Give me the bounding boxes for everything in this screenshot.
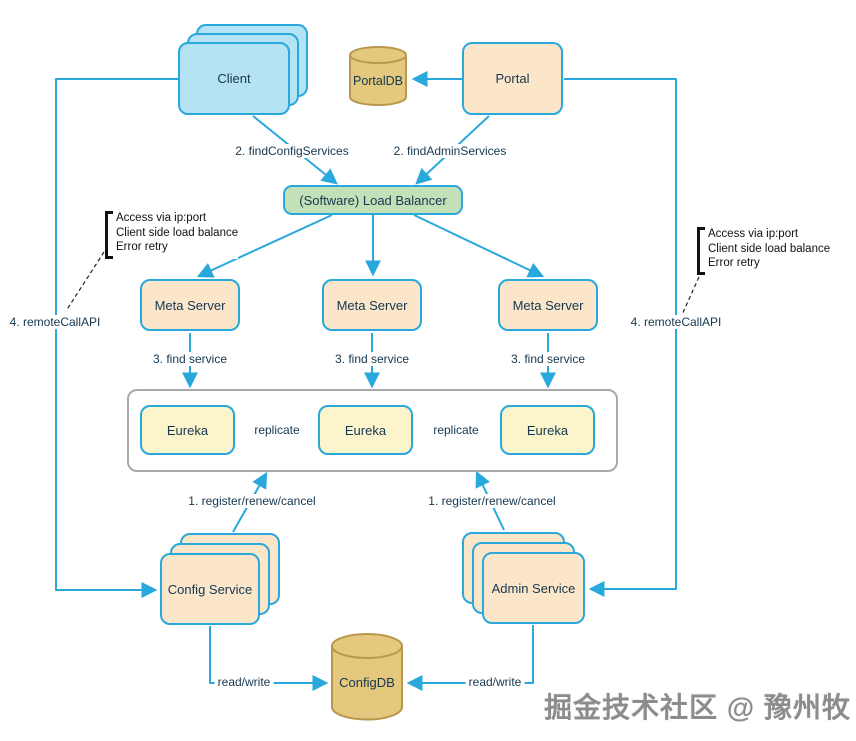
config-service-node: Config Service xyxy=(160,533,281,626)
edge-label-remote-call-left: 4. remoteCallAPI xyxy=(6,315,104,329)
eureka-label: Eureka xyxy=(526,422,569,438)
config-service-card-front: Config Service xyxy=(160,553,260,625)
client-card-front: Client xyxy=(178,42,290,115)
eureka-label: Eureka xyxy=(166,422,209,438)
annotation-line: Access via ip:port xyxy=(708,228,799,240)
config-service-label: Config Service xyxy=(167,581,253,597)
edge-label-read-write-right: read/write xyxy=(465,675,525,689)
client-node: Client xyxy=(178,24,309,116)
edge-label-read-write-left: read/write xyxy=(214,675,274,689)
admin-service-node: Admin Service xyxy=(462,532,586,625)
watermark-text: 掘金技术社区 @ 豫州牧 xyxy=(544,692,851,723)
meta-server-node-3: Meta Server xyxy=(498,279,598,331)
annotation-line: Error retry xyxy=(116,241,168,253)
meta-server-node-1: Meta Server xyxy=(140,279,240,331)
database-cylinder-icon xyxy=(331,633,403,721)
configdb-node: ConfigDB xyxy=(330,632,404,721)
edge-label-find-service-2: 3. find service xyxy=(331,352,413,366)
edge-label-register-right: 1. register/renew/cancel xyxy=(425,494,559,508)
edge-label-find-service-3: 3. find service xyxy=(507,352,589,366)
configdb-label: ConfigDB xyxy=(339,675,395,690)
admin-service-label: Admin Service xyxy=(491,580,576,596)
right-bracket-icon xyxy=(697,227,705,275)
client-label: Client xyxy=(217,71,251,86)
left-annotation: Access via ip:port Client side load bala… xyxy=(105,211,239,259)
meta-server-label: Meta Server xyxy=(336,297,408,313)
edge-label-remote-call-right: 4. remoteCallAPI xyxy=(627,315,725,329)
portal-node: Portal xyxy=(462,42,563,115)
edge-label-register-left: 1. register/renew/cancel xyxy=(185,494,319,508)
database-cylinder-icon xyxy=(349,46,407,106)
load-balancer-node: (Software) Load Balancer xyxy=(283,185,463,215)
annotation-line: Error retry xyxy=(708,257,760,269)
edge-label-find-service-1: 3. find service xyxy=(149,352,231,366)
meta-server-node-2: Meta Server xyxy=(322,279,422,331)
portal-label: Portal xyxy=(495,71,530,86)
eureka-node-3: Eureka xyxy=(500,405,595,455)
edge-label-replicate-1: replicate xyxy=(251,423,303,437)
annotation-line: Access via ip:port xyxy=(116,212,207,224)
annotation-line: Client side load balance xyxy=(116,226,239,239)
eureka-label: Eureka xyxy=(344,422,387,438)
meta-server-label: Meta Server xyxy=(154,297,226,313)
load-balancer-label: (Software) Load Balancer xyxy=(299,192,447,208)
portaldb-label: PortalDB xyxy=(352,73,404,88)
left-bracket-icon xyxy=(105,211,113,259)
right-annotation: Access via ip:port Client side load bala… xyxy=(697,227,831,275)
edge-label-find-config-services: 2. findConfigServices xyxy=(232,144,352,158)
edge-label-replicate-2: replicate xyxy=(430,423,482,437)
eureka-node-1: Eureka xyxy=(140,405,235,455)
portaldb-node: PortalDB xyxy=(348,45,408,107)
eureka-node-2: Eureka xyxy=(318,405,413,455)
annotation-line: Client side load balance xyxy=(708,242,831,255)
edge-label-find-admin-services: 2. findAdminServices xyxy=(390,144,510,158)
meta-server-label: Meta Server xyxy=(512,297,584,313)
admin-service-card-front: Admin Service xyxy=(482,552,585,624)
